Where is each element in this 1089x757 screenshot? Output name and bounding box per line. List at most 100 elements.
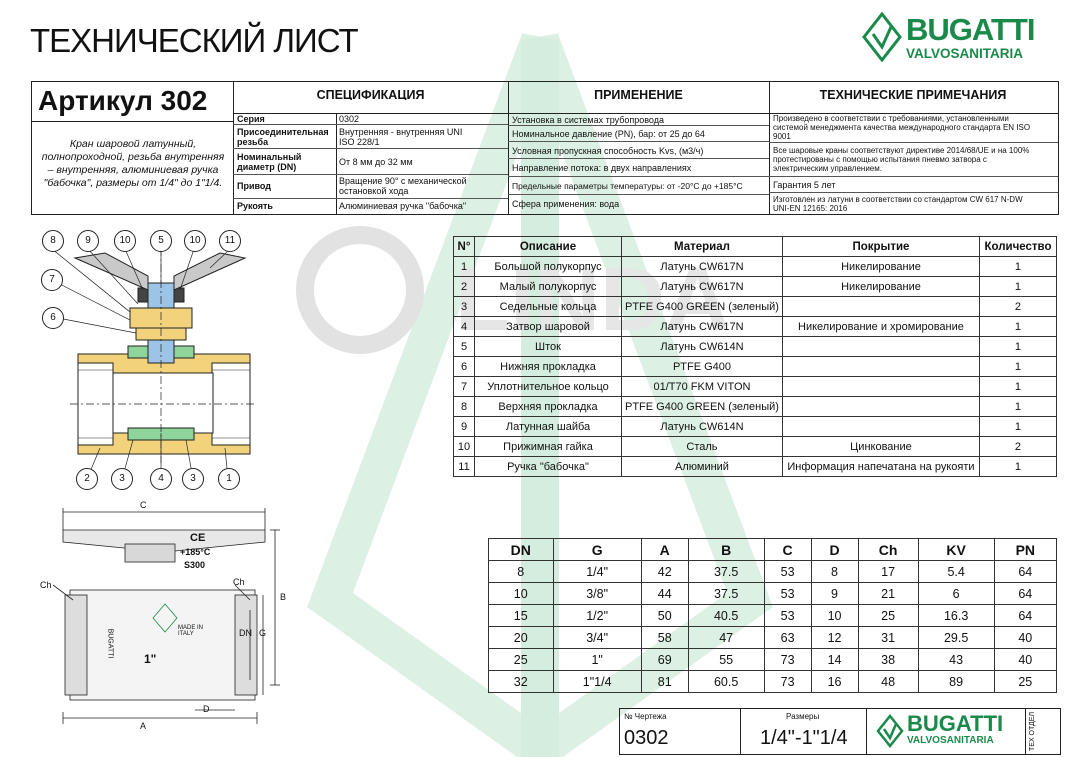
part-quantity: 1 (978, 376, 1058, 397)
dims-col-header: PN (993, 538, 1058, 561)
part-quantity: 1 (978, 276, 1058, 297)
dim-label-a: A (140, 721, 147, 731)
part-description: Малый полукорпус (474, 276, 622, 297)
part-coating: Никелирование (781, 256, 980, 277)
dims-cell: 81 (640, 670, 689, 693)
spec-value-dn: От 8 мм до 32 мм (339, 157, 413, 167)
part-material: Латунь CW617N (621, 256, 783, 277)
part-number: 4 (453, 316, 475, 337)
part-coating: Информация напечатана на рукояти (781, 456, 980, 477)
dims-cell: 3/8" (552, 582, 642, 605)
dims-cell: 1/4" (552, 560, 642, 583)
part-material: Алюминий (621, 456, 783, 477)
application-row-5: Предельные параметры температуры: от -20… (512, 181, 743, 191)
part-number: 6 (453, 356, 475, 377)
dims-cell: 14 (810, 648, 859, 671)
part-number: 8 (453, 396, 475, 417)
callout-3-left: 3 (111, 468, 133, 490)
part-description: Верхняя прокладка (474, 396, 622, 417)
part-number: 2 (453, 276, 475, 297)
dims-col-header: C (763, 538, 812, 561)
dims-cell: 16 (810, 670, 859, 693)
dim-label-c: C (140, 500, 147, 510)
part-coating: Никелирование (781, 276, 980, 297)
dims-cell: 15 (488, 604, 554, 627)
dims-cell: 89 (917, 670, 995, 693)
dims-cell: 21 (857, 582, 919, 605)
title-block: № Чертежа 0302 Размеры 1/4"-1"1/4 BUGATT… (619, 708, 1061, 755)
callout-10-right: 10 (184, 230, 206, 252)
part-coating (781, 416, 980, 437)
part-number: 5 (453, 336, 475, 357)
part-coating (781, 356, 980, 377)
brand-subtitle: VALVOSANITARIA (906, 46, 1023, 61)
dims-cell: 37.5 (687, 582, 765, 605)
dims-cell: 32 (488, 670, 554, 693)
dims-cell: 69 (640, 648, 689, 671)
dim-label-g: G (259, 628, 267, 638)
part-material: Латунь CW617N (621, 276, 783, 297)
part-description: Затвор шаровой (474, 316, 622, 337)
spec-value-thread: Внутренняя - внутренняя UNI ISO 228/1 (339, 127, 463, 147)
spec-label-drive: Привод (237, 181, 272, 191)
callout-7: 7 (41, 269, 63, 291)
dims-col-header: D (810, 538, 859, 561)
spec-value-handle: Алюминиевая ручка "бабочка" (339, 201, 467, 211)
dim-label-ch-left: Ch (40, 580, 52, 590)
dims-cell: 60.5 (687, 670, 765, 693)
part-material: Латунь CW614N (621, 336, 783, 357)
dims-cell: 5.4 (917, 560, 995, 583)
dims-col-header: G (552, 538, 642, 561)
part-quantity: 1 (978, 336, 1058, 357)
dims-cell: 29.5 (917, 626, 995, 649)
valve-dimension-drawing (52, 508, 280, 724)
spec-label-thread: Присоединительная резьба (237, 127, 329, 147)
dim-label-ch-right: Ch (233, 577, 245, 587)
col-header-description: Описание (474, 236, 622, 257)
callout-1: 1 (218, 468, 240, 490)
part-quantity: 1 (978, 416, 1058, 437)
part-number: 1 (453, 256, 475, 277)
body-mark-size: 1" (144, 652, 157, 666)
callout-10-left: 10 (114, 230, 136, 252)
part-description: Латунная шайба (474, 416, 622, 437)
article-description: Кран шаровой латунный, полнопроходной, р… (41, 138, 225, 189)
drawing-number-label: № Чертежа (624, 712, 667, 721)
dims-cell: 6 (917, 582, 995, 605)
dims-cell: 3/4" (552, 626, 642, 649)
application-row-2: Номинальное давление (PN), бар: от 25 до… (512, 129, 705, 139)
dims-cell: 20 (488, 626, 554, 649)
part-description: Большой полукорпус (474, 256, 622, 277)
part-quantity: 2 (978, 296, 1058, 317)
spec-value-drive: Вращение 90° с механической остановкой х… (339, 176, 467, 196)
callout-11: 11 (219, 230, 241, 252)
callout-8: 8 (42, 230, 64, 252)
part-number: 11 (453, 456, 475, 477)
part-description: Седельные кольца (474, 296, 622, 317)
part-description: Шток (474, 336, 622, 357)
part-quantity: 1 (978, 396, 1058, 417)
spec-heading: СПЕЦИФИКАЦИЯ (316, 90, 425, 100)
body-mark-made-in: MADE IN ITALY (178, 625, 204, 637)
dims-cell: 40 (993, 648, 1058, 671)
dims-cell: 40 (993, 626, 1058, 649)
application-heading: ПРИМЕНЕНИЕ (594, 90, 683, 100)
application-row-6: Сфера применения: вода (512, 199, 620, 209)
part-coating (781, 336, 980, 357)
col-header-coating: Покрытие (781, 236, 980, 257)
sizes-value: 1/4"-1"1/4 (760, 727, 848, 749)
application-row-3: Условная пропускная способность Kvs, (м3… (512, 146, 704, 156)
dims-col-header: Ch (857, 538, 919, 561)
